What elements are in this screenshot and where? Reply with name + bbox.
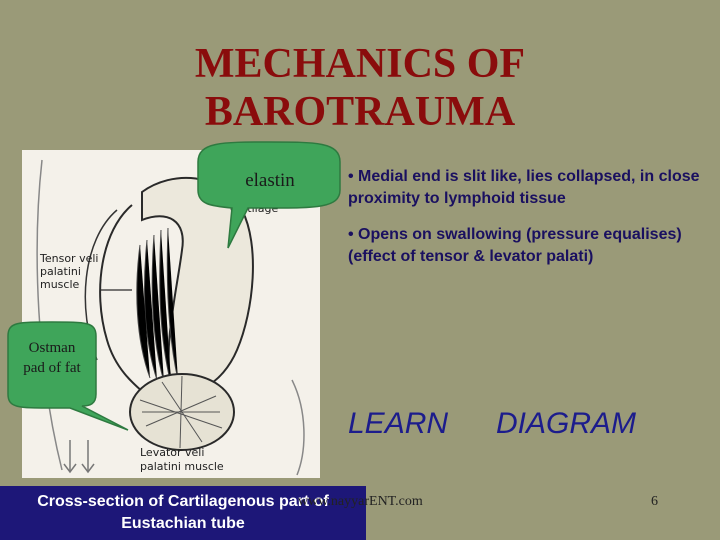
diagram-text: DIAGRAM	[496, 407, 637, 440]
title-line-1: MECHANICS OF	[194, 41, 526, 87]
diagram-label-cartilage: cartilage	[230, 202, 279, 215]
diagram-label-levator-1: Levator veli	[140, 446, 205, 459]
bullet-list: • Medial end is slit like, lies collapse…	[348, 166, 708, 280]
diagram-label-levator-2: palatini muscle	[140, 460, 224, 473]
website-footer: www.nayyarENT.com	[298, 494, 423, 509]
slide-title: MECHANICS OF BAROTRAUMA	[140, 40, 580, 136]
bullet-item: • Opens on swallowing (pressure equalise…	[348, 226, 682, 265]
title-line-2: BAROTRAUMA	[204, 89, 516, 135]
diagram-drawing	[36, 159, 305, 476]
ostman-callout-text: Ostman pad of fat	[23, 340, 81, 376]
learn-text: LEARN	[348, 407, 449, 440]
elastin-callout-text: elastin	[245, 170, 295, 191]
eustachian-tube-diagram: Tensor veli palatini muscle abal cartila…	[22, 150, 320, 478]
bullet-item: • Medial end is slit like, lies collapse…	[348, 168, 700, 207]
page-number: 6	[651, 494, 658, 509]
diagram-label-tensor: Tensor veli palatini muscle	[40, 252, 99, 291]
diagram-caption: Cross-section of Cartilagenous part of E…	[0, 486, 366, 540]
